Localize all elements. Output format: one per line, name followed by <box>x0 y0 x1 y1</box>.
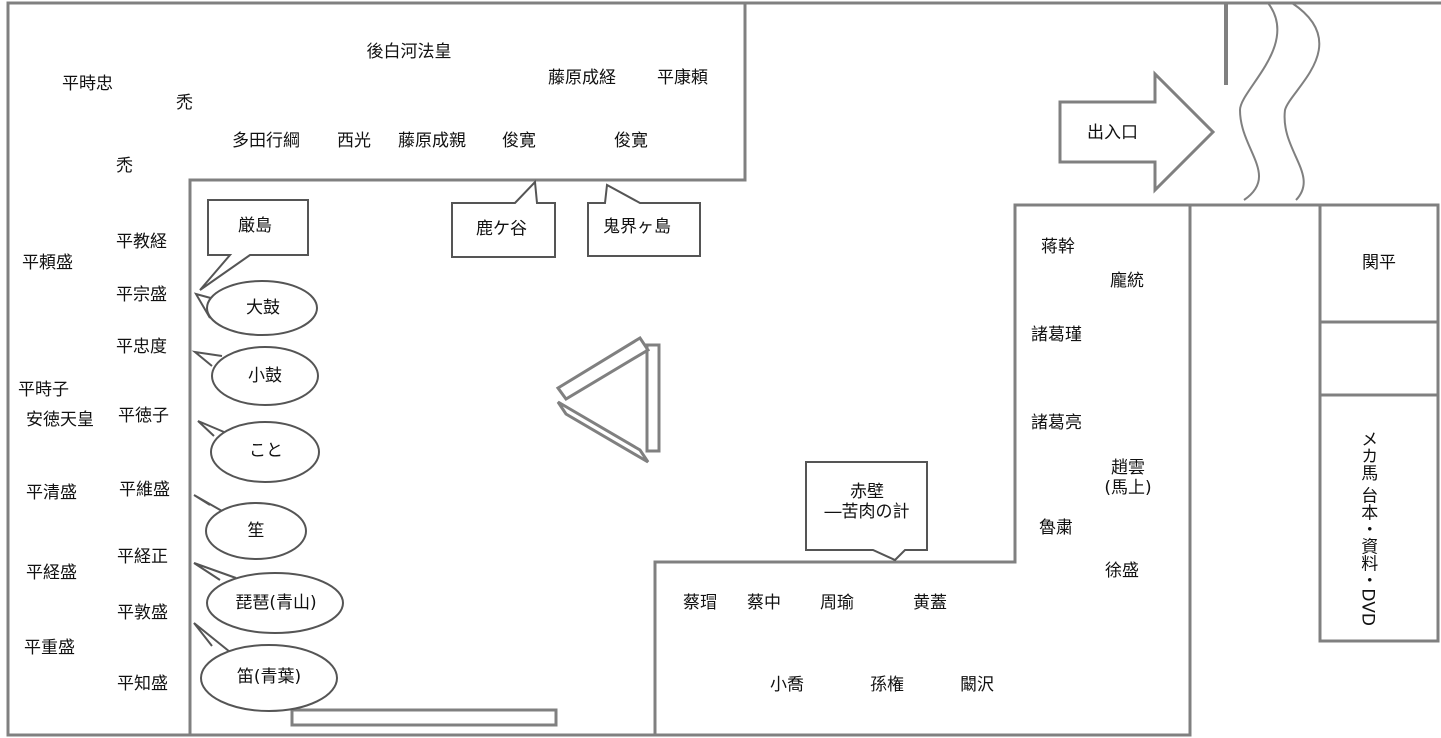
character-label: 西光 <box>337 131 371 151</box>
instrument-label: 小鼓 <box>248 366 282 386</box>
instrument-label: こと <box>249 441 283 461</box>
character-label: 周瑜 <box>820 593 854 613</box>
character-label: 平徳子 <box>118 406 169 426</box>
display-case-bottom-label: メカ馬 台本・資料・DVD <box>1357 430 1378 626</box>
character-label: 孫権 <box>870 675 904 695</box>
instrument-label: 笛(青葉) <box>236 667 302 687</box>
character-label: 蔡瑁 <box>683 593 717 613</box>
character-label: 平宗盛 <box>116 285 167 305</box>
triangle-stage <box>555 335 651 401</box>
character-label: 諸葛亮 <box>1031 413 1082 433</box>
character-label: 蒋幹 <box>1041 237 1075 257</box>
character-label: 平教経 <box>116 232 167 252</box>
character-label: 平知盛 <box>117 674 168 694</box>
exit-arrow <box>1058 70 1216 194</box>
character-label: 平維盛 <box>119 480 170 500</box>
character-label: 平時子 <box>18 380 69 400</box>
character-label: 平重盛 <box>24 638 75 658</box>
character-label: 趙雲 (馬上) <box>1104 458 1152 499</box>
curtain-right <box>1283 2 1321 201</box>
character-label: 俊寛 <box>614 131 648 151</box>
character-label: 禿 <box>176 93 193 113</box>
instrument-bubbles <box>191 280 344 712</box>
sign-sekiheki-label: 赤壁 ―苦肉の計 <box>824 482 910 523</box>
character-label: 多田行綱 <box>232 131 300 151</box>
character-label: 龐統 <box>1110 271 1144 291</box>
instrument-label: 琵琶(青山) <box>235 593 317 613</box>
sign-sekiheki <box>805 461 928 562</box>
instrument-label: 大鼓 <box>246 298 280 318</box>
outer-wall <box>6 1 745 737</box>
triangle-stage-3 <box>645 343 661 453</box>
character-label: 平経正 <box>117 547 168 567</box>
upper-room-wall <box>188 3 747 735</box>
sign-kikaigashima-label: 鬼界ヶ島 <box>603 217 671 237</box>
character-label: 小喬 <box>770 675 804 695</box>
display-case-middle <box>1318 320 1440 397</box>
red-cliffs-wall <box>653 203 1192 737</box>
character-label: 俊寛 <box>502 131 536 151</box>
character-label: 平頼盛 <box>22 253 73 273</box>
triangle-stage-2 <box>556 400 650 464</box>
character-label: 蔡中 <box>747 593 781 613</box>
character-label: 平康頼 <box>657 68 708 88</box>
curtain-left <box>1238 2 1279 201</box>
sign-shishigatani <box>451 179 556 258</box>
emperor-label: 後白河法皇 <box>366 42 452 62</box>
character-label: 禿 <box>116 156 133 176</box>
character-label: 魯粛 <box>1039 518 1073 538</box>
character-label: 徐盛 <box>1105 561 1139 581</box>
character-label: 黄蓋 <box>913 593 947 613</box>
character-label: 闞沢 <box>960 675 994 695</box>
character-label: 安徳天皇 <box>26 410 94 430</box>
sign-itsukushima-label: 厳島 <box>238 216 272 236</box>
bench <box>290 708 558 727</box>
display-case-top-label: 関平 <box>1362 253 1396 273</box>
character-label: 平時忠 <box>62 74 113 94</box>
character-label: 藤原成経 <box>548 68 616 88</box>
character-label: 平清盛 <box>26 483 77 503</box>
instrument-label: 笙 <box>247 521 265 541</box>
sign-itsukushima <box>199 199 309 291</box>
display-case-bottom <box>1318 393 1440 643</box>
exit-label: 出入口 <box>1087 123 1138 143</box>
character-label: 平経盛 <box>26 563 77 583</box>
character-label: 平忠度 <box>116 337 167 357</box>
character-label: 諸葛瑾 <box>1031 325 1082 345</box>
character-label: 藤原成親 <box>398 131 466 151</box>
sign-shishigatani-label: 鹿ケ谷 <box>476 219 527 239</box>
character-label: 平敦盛 <box>117 603 168 623</box>
sign-kikaigashima <box>587 183 701 257</box>
